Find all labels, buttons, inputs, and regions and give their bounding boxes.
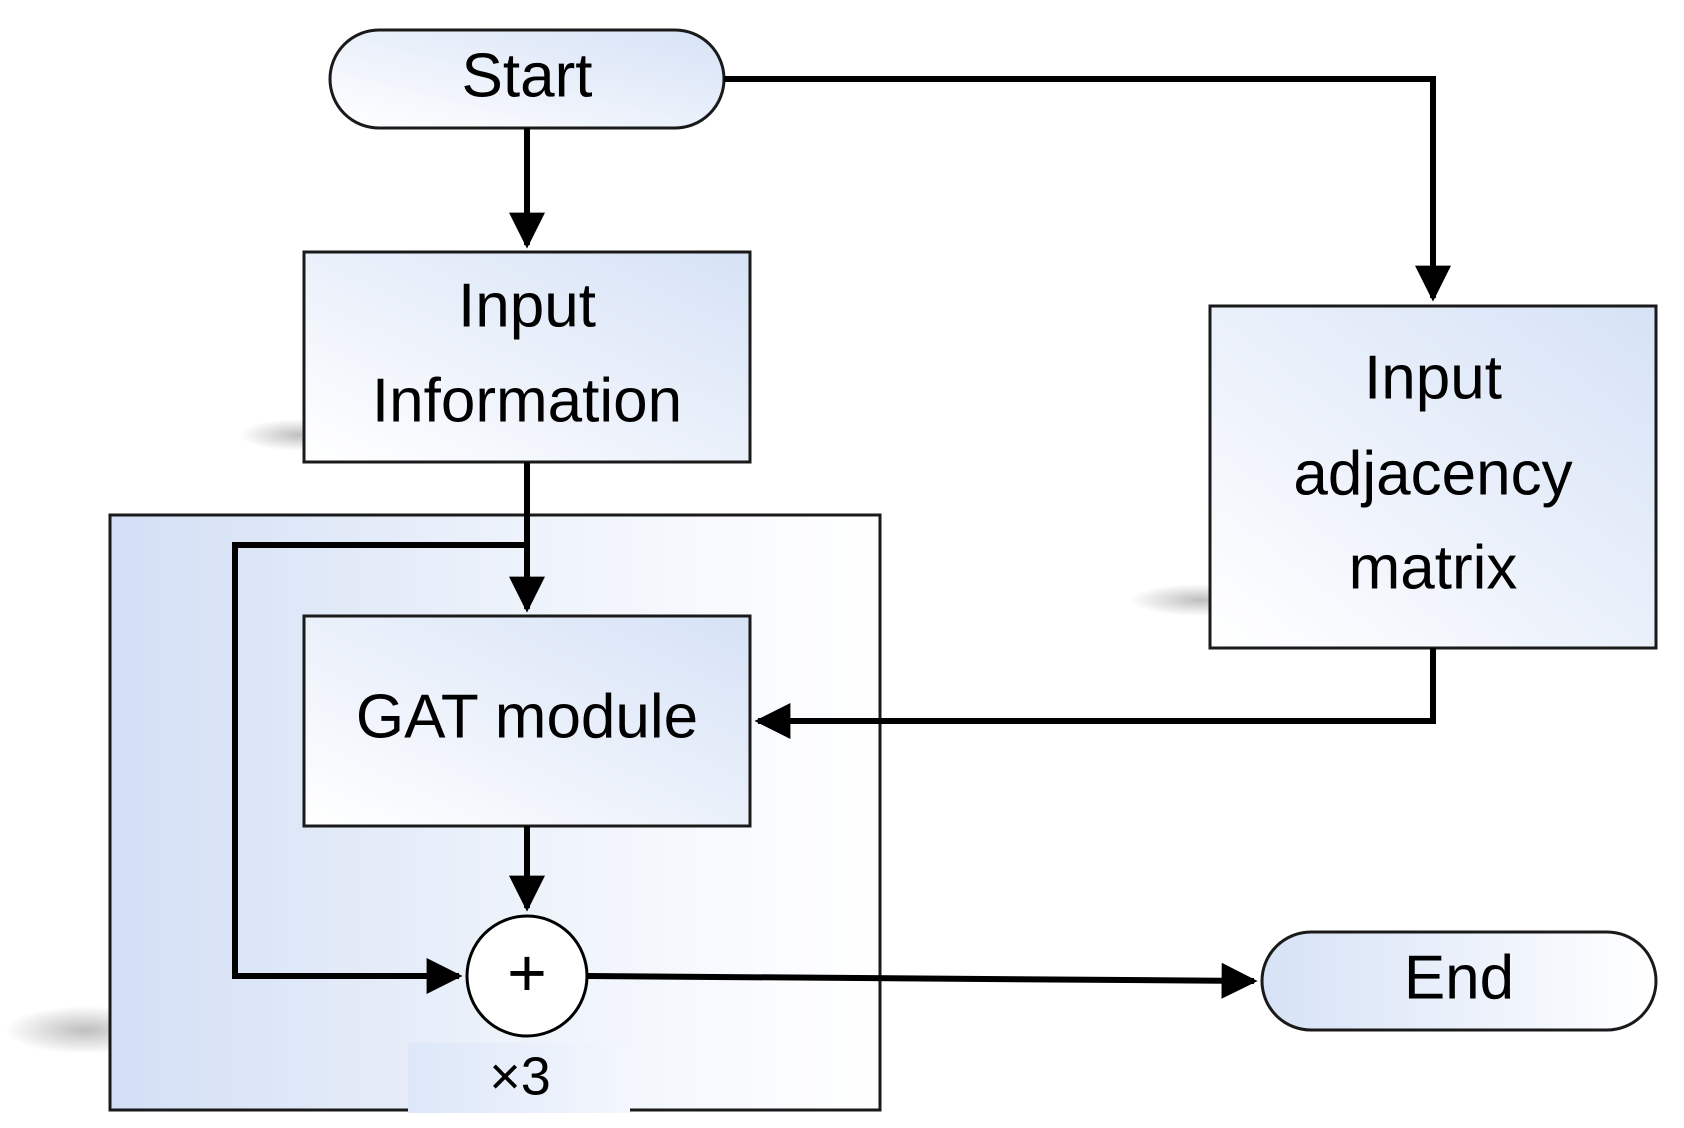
sum-node: + [465, 914, 589, 1038]
gat-module-node: GAT module [302, 614, 752, 828]
edge-sum-to-end [586, 962, 1258, 999]
input-information-line1: Input [458, 271, 596, 340]
input-adjacency-node: Input adjacency matrix [1208, 304, 1658, 650]
gat-module-label: GAT module [356, 682, 698, 751]
start-node: Start [328, 28, 726, 130]
end-node: End [1260, 930, 1658, 1032]
input-adjacency-line3: matrix [1349, 533, 1518, 602]
repeat-tag: ×3 [408, 1043, 630, 1113]
edge-adjacency-to-gat [754, 648, 1436, 739]
start-label: Start [462, 41, 593, 110]
sum-symbol: + [507, 935, 547, 1011]
repeat-label: ×3 [489, 1046, 551, 1106]
input-information-line2: Information [372, 366, 682, 435]
end-label: End [1404, 943, 1514, 1012]
input-adjacency-line2: adjacency [1293, 439, 1572, 508]
edge-residual-skip [232, 542, 527, 994]
input-information-node: Input Information [302, 250, 752, 464]
edge-start-to-input-adjacency [724, 76, 1451, 302]
input-adjacency-line1: Input [1364, 343, 1502, 412]
